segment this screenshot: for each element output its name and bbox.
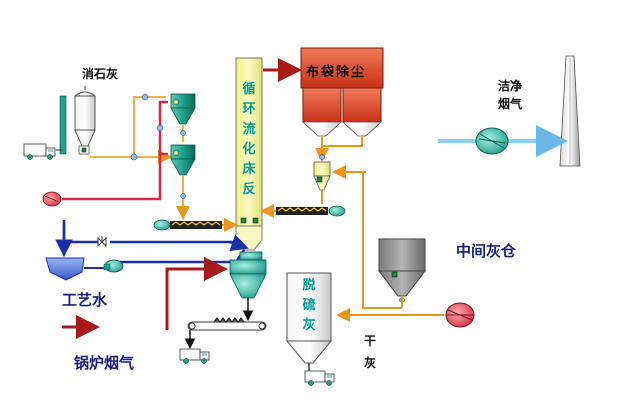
water-valve: [97, 236, 107, 248]
clean-gas-fan: [475, 127, 509, 155]
water-to-reactor: [229, 234, 249, 252]
ash-truck-right: [304, 370, 335, 386]
cyclone: [229, 251, 267, 299]
clean-gas-line: [438, 125, 568, 157]
process-water-label: 工艺水: [62, 291, 108, 309]
ash-truck-left: [179, 348, 210, 364]
slaked-lime-label: 消石灰: [82, 67, 119, 81]
air-lines: [62, 100, 168, 201]
intermediate-ash-silo: [377, 238, 427, 303]
bag-filter-label: 布袋除尘: [306, 65, 367, 80]
lime-silo: [59, 86, 97, 155]
bag-ash-return: [315, 136, 363, 162]
left-screw-conveyor: [153, 219, 222, 231]
lime-feed-line: [90, 96, 172, 164]
belt-conveyor: [187, 317, 267, 331]
boiler-gas-line: [165, 257, 228, 330]
bag-ash-hopper: [313, 154, 331, 191]
lime-hopper-lower: [170, 144, 196, 176]
intermediate-ash-silo-label: 中间灰仓: [456, 242, 517, 260]
clean-gas-label-1: 洁净: [498, 79, 523, 93]
lime-truck: [23, 143, 62, 160]
air-fan: [42, 191, 62, 207]
cfb-reactor: [235, 57, 263, 251]
desulfurization-ash-label: 脱硫灰: [302, 278, 316, 333]
cfb-reactor-label: 循环流化床反: [242, 82, 256, 197]
ash-recirculation-line: [336, 172, 444, 322]
boiler-flue-gas-label: 锅炉烟气: [74, 354, 135, 372]
lime-hopper-upper: [170, 93, 196, 125]
clean-gas-label-2: 烟气: [498, 97, 523, 111]
water-tank: [45, 257, 85, 281]
right-screw-conveyor: [276, 205, 346, 217]
dry-ash-label: 干灰: [363, 334, 376, 370]
water-pump: [103, 259, 124, 273]
ash-fan: [445, 302, 475, 328]
chimney: [559, 55, 581, 167]
desulfurization-ash-silo: [285, 272, 333, 364]
